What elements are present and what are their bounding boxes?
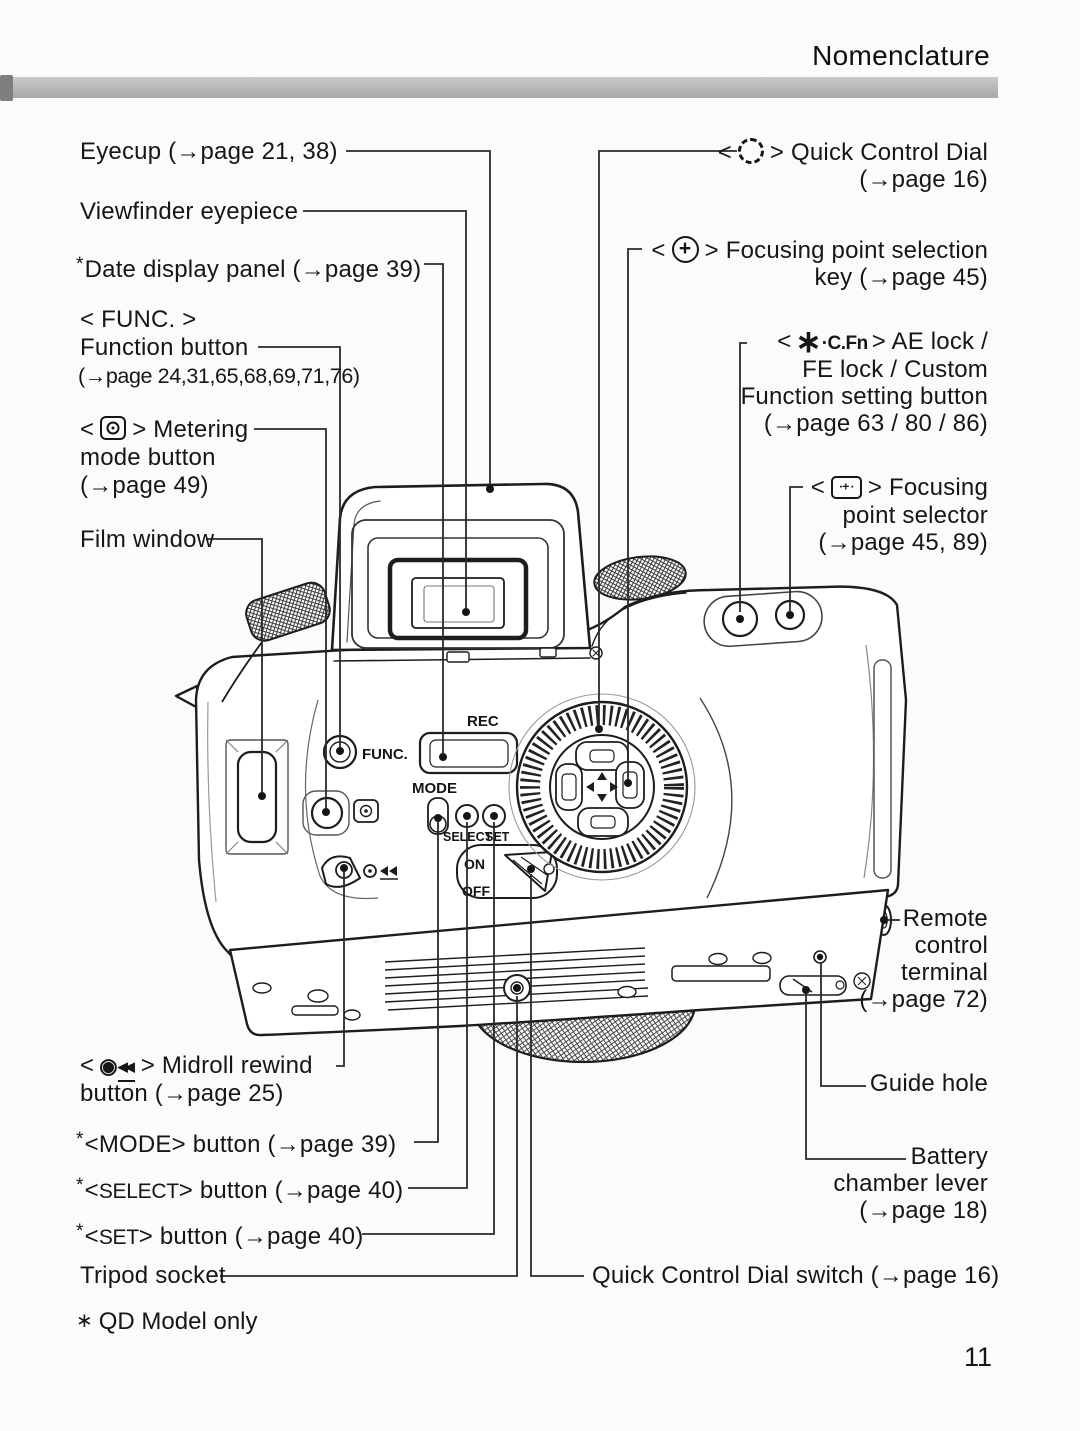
qcd-switch-housing (456, 844, 558, 899)
label-eyecup: Eyecup (→page 21, 38) (80, 138, 338, 165)
set-label: SET (485, 830, 510, 844)
quick-control-dial (508, 693, 696, 881)
label-film-window: Film window (80, 526, 215, 553)
cfn-icon-text: ·C.Fn (821, 333, 869, 354)
metering-icon (100, 416, 127, 440)
leader-dots (258, 485, 888, 994)
label-set-button: *<SET> button (→page 40) (76, 1221, 364, 1250)
label-date-display-panel: *Date display panel (→page 39) (76, 254, 422, 283)
date-display-panel (418, 731, 519, 775)
label-metering-2: mode button (80, 444, 216, 471)
ae-lock-star-icon: ∗ (795, 324, 822, 359)
label-qcd-1: <> Quick Control Dial (717, 138, 988, 166)
label-function-button-2: Function button (80, 334, 249, 361)
label-remote-4: (→page 72) (859, 986, 988, 1013)
page-title: Nomenclature (812, 40, 990, 71)
label-ae-lock-1: <∗·C.Fn> AE lock / (777, 324, 988, 359)
header-divider-bar (0, 75, 998, 101)
leader-lines (206, 150, 906, 1277)
label-metering-3: (→page 49) (80, 472, 209, 499)
label-function-button-1: < FUNC. > (80, 306, 197, 333)
label-remote-3: terminal (901, 959, 988, 986)
bottom-plate (228, 888, 890, 1037)
label-mode-button: *<MODE> button (→page 39) (76, 1129, 397, 1158)
left-strap-lug (174, 684, 200, 710)
on-label: ON (464, 856, 485, 872)
midroll-rewind-arrows-icon: ◀◀ (117, 1053, 135, 1082)
label-battery-3: (→page 18) (859, 1197, 988, 1224)
label-battery-1: Battery (910, 1143, 988, 1170)
label-focus-selector-3: (→page 45, 89) (818, 529, 988, 556)
label-remote-2: control (914, 932, 988, 959)
thumb-grip-texture (593, 555, 687, 601)
func-label: FUNC. (362, 746, 408, 763)
footnote: ∗QD Model only (76, 1308, 258, 1335)
label-battery-2: chamber lever (833, 1170, 988, 1197)
label-remote-1: Remote (902, 905, 988, 932)
label-focus-key-1: <> Focusing point selection (651, 236, 988, 264)
label-qcd-switch: Quick Control Dial switch (→page 16) (592, 1262, 1000, 1289)
label-midroll-1: <◉◀◀> Midroll rewind (80, 1052, 313, 1082)
midroll-rewind-icon: ◉ (99, 1055, 118, 1078)
label-focus-selector-2: point selector (842, 502, 988, 529)
label-select-button: *<SELECT> button (→page 40) (76, 1175, 404, 1204)
label-midroll-2: button (→page 25) (80, 1080, 284, 1107)
label-ae-lock-3: Function setting button (740, 383, 988, 410)
label-guide-hole: Guide hole (869, 1070, 988, 1097)
bottom-slot (671, 965, 771, 982)
off-label: OFF (462, 883, 490, 899)
focusing-point-key-icon (671, 236, 699, 263)
label-ae-lock-2: FE lock / Custom (802, 356, 988, 383)
label-focus-key-2: key (→page 45) (814, 264, 988, 291)
mode-label: MODE (412, 780, 457, 797)
label-tripod-socket: Tripod socket (80, 1262, 226, 1289)
strap-left-texture (245, 581, 331, 642)
page-number: 11 (963, 1342, 992, 1372)
label-ae-lock-4: (→page 63 / 80 / 86) (763, 410, 988, 437)
label-focus-selector-1: <> Focusing (811, 474, 988, 501)
focusing-point-selector-icon (830, 476, 862, 499)
label-metering-1: <> Metering (80, 416, 249, 443)
film-window (236, 750, 278, 844)
label-viewfinder-eyepiece: Viewfinder eyepiece (80, 198, 299, 225)
viewfinder-eyepiece (387, 557, 529, 641)
label-function-button-3: (→page 24,31,65,68,69,71,76) (78, 364, 360, 388)
label-qcd-2: (→page 16) (859, 166, 988, 193)
quick-control-dial-icon (737, 138, 764, 164)
rec-label: REC (467, 713, 499, 730)
